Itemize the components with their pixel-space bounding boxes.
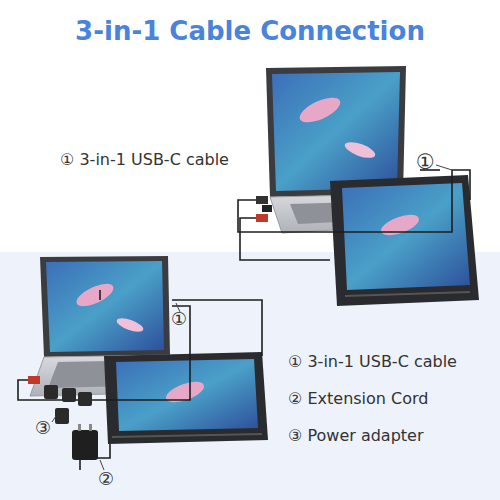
legend-item: ② Extension Cord: [288, 389, 428, 408]
cable-label: ① 3-in-1 USB-C cable: [60, 150, 229, 169]
cable-top: [238, 170, 470, 260]
callout-number: ①: [171, 308, 187, 330]
page-title: 3-in-1 Cable Connection: [0, 16, 500, 47]
tablet-bottom: [104, 352, 268, 444]
cable-bottom: [18, 290, 262, 470]
connectors-top: [256, 196, 272, 222]
legend-item: ① 3-in-1 USB-C cable: [288, 352, 457, 371]
power-adapter: [28, 376, 98, 460]
tablet-top: [330, 175, 479, 306]
callout-number: ③: [35, 417, 51, 439]
callout-number: ①: [416, 150, 435, 175]
leader-lines: [52, 165, 452, 470]
legend-item: ③ Power adapter: [288, 426, 424, 445]
callout-number: ②: [98, 468, 114, 490]
